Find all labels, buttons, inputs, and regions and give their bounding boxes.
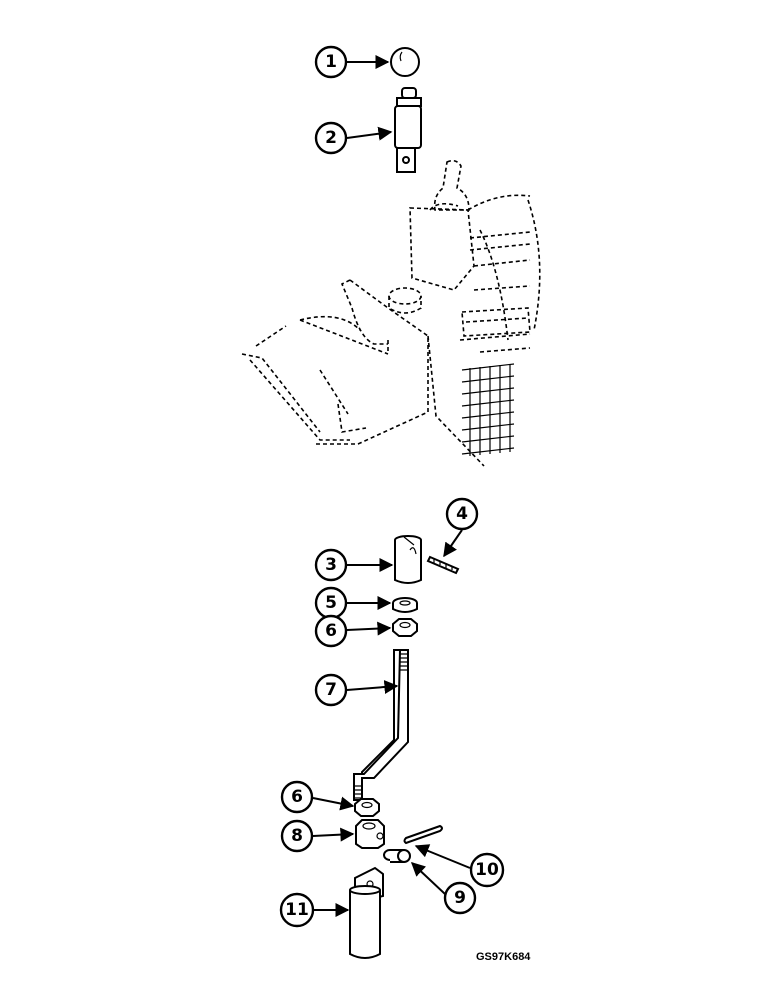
callout-4: 4 <box>445 497 479 531</box>
svg-text:5: 5 <box>325 593 337 613</box>
nut-part-upper <box>392 618 418 637</box>
callout-6-lower: 6 <box>280 780 314 814</box>
svg-text:11: 11 <box>285 900 309 920</box>
callout-7: 7 <box>314 673 348 707</box>
svg-text:6: 6 <box>291 787 303 807</box>
callout-8: 8 <box>280 819 314 853</box>
callout-1: 1 <box>314 45 348 79</box>
callout-9: 9 <box>443 881 477 915</box>
shift-rod-part <box>353 649 409 801</box>
lower-tube-part <box>349 866 384 959</box>
callout-11: 11 <box>279 892 315 928</box>
svg-text:3: 3 <box>325 555 337 575</box>
callout-6-upper: 6 <box>314 614 348 648</box>
svg-text:8: 8 <box>291 826 303 846</box>
svg-text:1: 1 <box>325 52 337 72</box>
tractor-console-outline <box>241 159 541 467</box>
shift-pin-part <box>394 87 422 173</box>
clevis-pin-part <box>383 849 411 863</box>
cotter-pin-part <box>403 824 443 845</box>
svg-text:9: 9 <box>454 888 466 908</box>
washer-part <box>392 597 418 613</box>
nut-part-lower <box>354 798 380 817</box>
pivot-tube-part <box>394 535 422 584</box>
roll-pin-part <box>426 555 460 575</box>
clevis-part <box>355 819 385 849</box>
leader-lines <box>312 55 471 917</box>
callout-10: 10 <box>469 852 505 888</box>
svg-text:10: 10 <box>475 860 499 880</box>
callout-2: 2 <box>314 121 348 155</box>
svg-text:4: 4 <box>456 504 468 524</box>
figure-code: GS97K684 <box>476 951 531 963</box>
callout-5: 5 <box>314 586 348 620</box>
svg-text:7: 7 <box>325 680 337 700</box>
svg-text:6: 6 <box>325 621 337 641</box>
svg-text:2: 2 <box>325 128 337 148</box>
knob-part <box>390 47 420 77</box>
callout-3: 3 <box>314 548 348 582</box>
